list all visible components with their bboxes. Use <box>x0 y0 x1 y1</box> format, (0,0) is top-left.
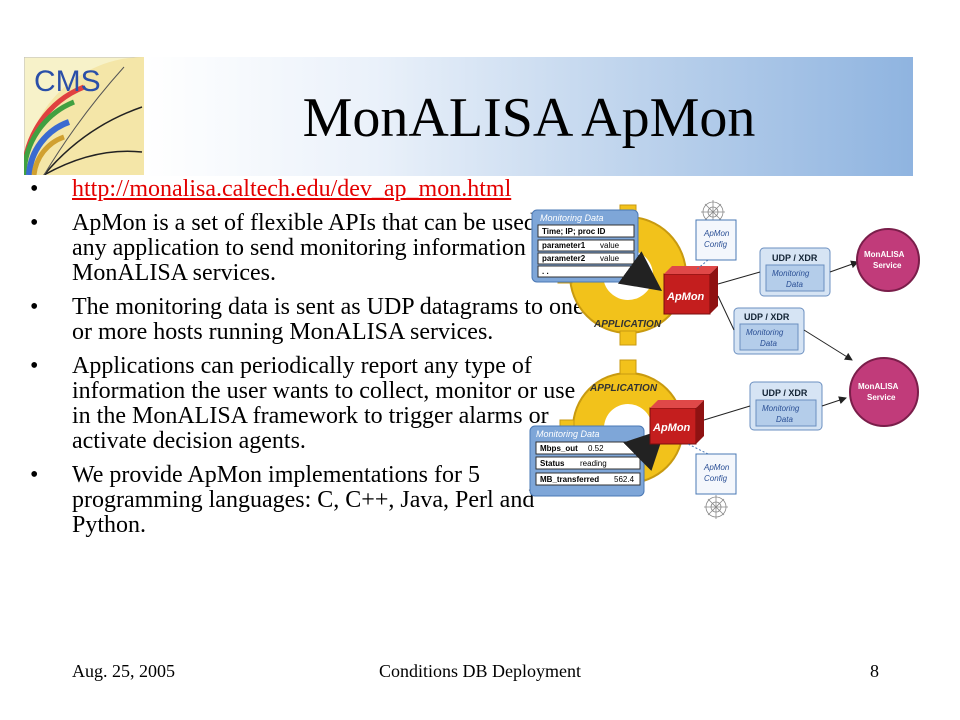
apmon-config-icon: ApMon Config <box>695 453 737 495</box>
svg-text:Monitoring: Monitoring <box>746 328 784 337</box>
cms-logo: CMS <box>21 56 145 176</box>
application-label: APPLICATION <box>593 319 662 330</box>
svg-text:reading: reading <box>580 459 607 468</box>
svg-text:Mbps_out: Mbps_out <box>540 444 578 453</box>
svg-text:Data: Data <box>760 339 777 348</box>
svg-text:value: value <box>600 241 620 250</box>
svg-text:MonALISA: MonALISA <box>858 382 899 391</box>
svg-text:Data: Data <box>776 415 793 424</box>
svg-text:. .: . . <box>542 267 549 276</box>
svg-text:parameter2: parameter2 <box>542 254 586 263</box>
svg-text:ApMon: ApMon <box>703 463 730 472</box>
bullet-list: • http://monalisa.caltech.edu/dev_ap_mon.… <box>30 177 590 547</box>
svg-text:CMS: CMS <box>34 65 101 98</box>
svg-text:UDP / XDR: UDP / XDR <box>772 253 818 263</box>
web-icon <box>701 200 725 224</box>
bullet-link: • http://monalisa.caltech.edu/dev_ap_mon.… <box>30 177 590 202</box>
bullet-text: ApMon is a set of flexible APIs that can… <box>72 210 566 286</box>
apmon-config-icon: ApMon Config <box>695 219 737 261</box>
svg-text:MonALISA: MonALISA <box>864 250 905 259</box>
bullet-text: We provide ApMon implementations for 5 p… <box>72 462 535 538</box>
footer-title: Conditions DB Deployment <box>379 661 581 681</box>
svg-text:Monitoring Data: Monitoring Data <box>536 429 600 439</box>
svg-text:ApMon: ApMon <box>666 291 705 303</box>
web-icon <box>704 495 728 519</box>
svg-text:ApMon: ApMon <box>703 229 730 238</box>
title-bar <box>145 57 913 176</box>
udp-box: UDP / XDR Monitoring Data <box>759 247 831 297</box>
svg-text:Data: Data <box>786 280 803 289</box>
svg-text:Monitoring Data: Monitoring Data <box>540 213 604 223</box>
bullet-text: Applications can periodically report any… <box>72 353 576 454</box>
bullet-item: • We provide ApMon implementations for 5 … <box>30 463 590 538</box>
svg-text:Config: Config <box>704 474 728 483</box>
bullet-icon: • <box>30 462 39 488</box>
slide-title: MonALISA ApMon <box>302 87 756 149</box>
svg-text:Status: Status <box>540 459 565 468</box>
svg-text:Monitoring: Monitoring <box>762 404 800 413</box>
bullet-text: The monitoring data is sent as UDP datag… <box>72 294 584 345</box>
svg-text:value: value <box>600 254 620 263</box>
application-label: APPLICATION <box>589 383 658 394</box>
page-number: 8 <box>870 661 879 681</box>
apmon-diagram: APPLICATION APPLICATION Monitoring Data … <box>528 200 933 525</box>
bullet-item: • ApMon is a set of flexible APIs that ca… <box>30 211 590 286</box>
footer-date: Aug. 25, 2005 <box>72 661 175 681</box>
apmon-box: ApMon <box>649 400 704 445</box>
svg-text:ApMon: ApMon <box>652 422 691 434</box>
bullet-icon: • <box>30 210 39 236</box>
svg-text:UDP / XDR: UDP / XDR <box>744 312 790 322</box>
svg-text:Monitoring: Monitoring <box>772 269 810 278</box>
svg-text:MB_transferred: MB_transferred <box>540 475 599 484</box>
bullet-icon: • <box>30 294 39 320</box>
monalisa-service-node: MonALISA Service <box>856 228 920 292</box>
svg-text:562.4: 562.4 <box>614 475 635 484</box>
svg-text:parameter1: parameter1 <box>542 241 586 250</box>
svg-text:0.52: 0.52 <box>588 444 604 453</box>
monitoring-data-box: Monitoring Data Time; IP; proc ID parame… <box>531 209 639 283</box>
udp-box: UDP / XDR Monitoring Data <box>733 307 805 355</box>
bullet-item: • The monitoring data is sent as UDP data… <box>30 295 590 345</box>
monalisa-service-node: MonALISA Service <box>849 357 919 427</box>
bullet-icon: • <box>30 176 39 202</box>
svg-text:Config: Config <box>704 240 728 249</box>
apmon-box: ApMon <box>663 266 718 315</box>
bullet-item: • Applications can periodically report an… <box>30 354 590 454</box>
udp-box: UDP / XDR Monitoring Data <box>749 381 823 431</box>
bullet-icon: • <box>30 353 39 379</box>
svg-text:UDP / XDR: UDP / XDR <box>762 388 808 398</box>
svg-text:Service: Service <box>867 393 896 402</box>
svg-text:Time; IP; proc ID: Time; IP; proc ID <box>542 227 606 236</box>
svg-text:Service: Service <box>873 261 902 270</box>
monitoring-data-box: Monitoring Data Mbps_out 0.52 Status rea… <box>529 425 645 497</box>
apmon-link[interactable]: http://monalisa.caltech.edu/dev_ap_mon.h… <box>72 176 512 202</box>
